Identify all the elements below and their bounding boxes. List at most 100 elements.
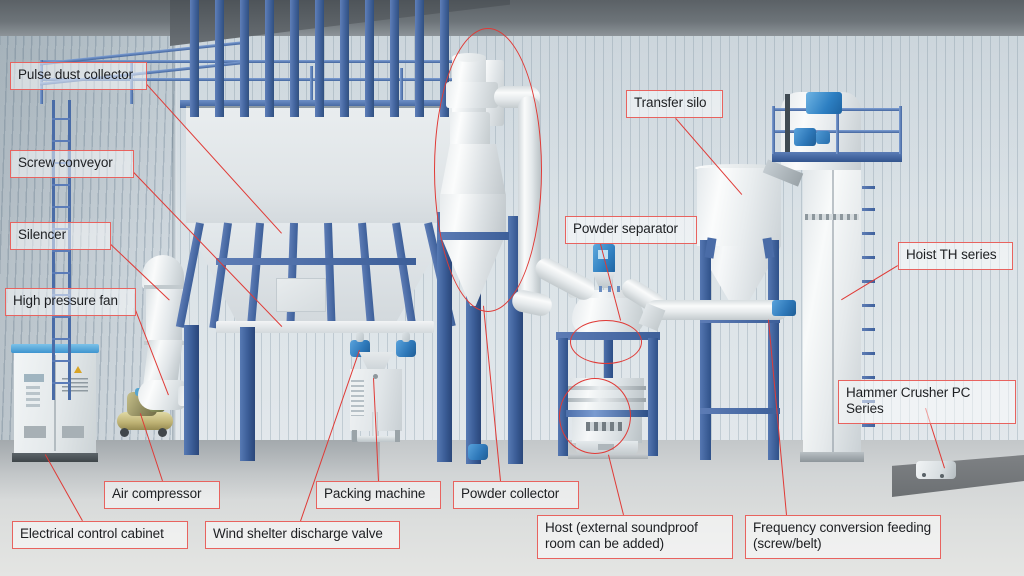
label-text: Air compressor (112, 486, 202, 501)
elevator-head-drive-motor (806, 92, 842, 114)
cyclone-rotary-valve[interactable] (468, 444, 488, 460)
packing-indicator-light (373, 374, 378, 379)
elevator-ladder-rung (862, 352, 875, 355)
silencer-barrel (146, 285, 182, 347)
label-frequency-conversion-feeding[interactable]: Frequency conversion feeding (screw/belt… (745, 515, 941, 559)
label-silencer[interactable]: Silencer (10, 222, 111, 250)
elevator-inspection-door[interactable] (805, 214, 859, 220)
label-screw-conveyor[interactable]: Screw conveyor (10, 150, 134, 178)
cabinet-display (24, 374, 44, 382)
elevator-rail-post-3 (899, 106, 902, 154)
separator-frame-leg-2 (648, 338, 658, 456)
hammer-crusher-unit[interactable] (908, 455, 966, 483)
mill-mid-flange (566, 410, 648, 417)
label-electrical-control-cabinet[interactable]: Electrical control cabinet (12, 521, 188, 549)
label-text: Pulse dust collector (18, 67, 134, 82)
ladder-rung (52, 140, 70, 142)
packing-bag-platform (357, 436, 397, 442)
rotary-valve-left-actuator (356, 332, 364, 342)
label-air-compressor[interactable]: Air compressor (104, 481, 220, 509)
silo-support-leg-left (700, 240, 711, 460)
cabinet-keypad[interactable] (26, 386, 40, 408)
label-text: Electrical control cabinet (20, 526, 164, 541)
compressor-tank (117, 412, 173, 430)
silencer-flange-top (144, 285, 184, 289)
label-powder-separator[interactable]: Powder separator (565, 216, 697, 244)
label-text: Silencer (18, 227, 66, 242)
compressor-wheel-left (120, 428, 129, 437)
elevator-boot-base (800, 452, 864, 462)
packing-foot-right (395, 430, 400, 442)
fan-outlet-duct (143, 340, 183, 384)
compressor-wheel-right (158, 428, 167, 437)
electrical-cabinet-unit[interactable] (11, 344, 99, 462)
silencer-elbow (142, 255, 184, 289)
elevator-ladder-rung (862, 232, 875, 235)
platform-rail-mid (40, 78, 470, 81)
label-packing-machine[interactable]: Packing machine (316, 481, 441, 509)
mill-nameplate (598, 444, 614, 450)
ladder-rung (52, 272, 70, 274)
label-transfer-silo[interactable]: Transfer silo (626, 90, 723, 118)
housing-rib (340, 0, 349, 117)
silo-cross-brace-lower (700, 408, 780, 414)
feeder-drive-motor[interactable] (772, 300, 796, 316)
collector-leg (437, 212, 452, 462)
elevator-casing-seam (832, 170, 834, 460)
label-pulse-dust-collector[interactable]: Pulse dust collector (10, 62, 147, 90)
rotary-valve-right[interactable] (396, 340, 416, 357)
mill-shell-band-1 (568, 386, 646, 390)
wall-corner-edge (172, 14, 177, 444)
ladder-rung (52, 360, 70, 362)
elevator-rail-post-1 (772, 106, 775, 154)
label-high-pressure-fan[interactable]: High pressure fan (5, 288, 136, 316)
label-text: Hammer Crusher PC Series (846, 385, 971, 417)
cyclone-expansion-cone (440, 144, 506, 196)
collector-leg (240, 327, 255, 461)
packing-machine-unit[interactable] (345, 352, 407, 452)
separator-drive-motor (593, 244, 615, 274)
crusher-body (916, 461, 956, 479)
elevator-standpipe (785, 94, 790, 152)
hopper-horizontal-brace (216, 258, 416, 265)
elevator-ladder-rung (862, 186, 875, 189)
hopper-access-hatch[interactable] (276, 278, 326, 312)
housing-rib (290, 0, 299, 117)
platform-post-5 (400, 68, 403, 104)
ladder-rung (52, 250, 70, 252)
screw-conveyor-unit[interactable] (216, 321, 434, 333)
cabinet-door-split (54, 355, 56, 451)
housing-rib (390, 0, 399, 117)
label-hammer-crusher[interactable]: Hammer Crusher PC Series (838, 380, 1016, 424)
cabinet-label-text (62, 378, 88, 392)
elevator-ladder-rung (862, 328, 875, 331)
label-powder-collector[interactable]: Powder collector (453, 481, 579, 509)
cyclone-main-barrel (440, 194, 506, 236)
cabinet-vent-left (24, 426, 46, 438)
ladder-rung (52, 316, 70, 318)
ladder-rung (52, 206, 70, 208)
crusher-bolt-1 (922, 473, 926, 477)
packing-spout (372, 412, 378, 438)
label-text: Powder collector (461, 486, 560, 501)
label-hoist-th-series[interactable]: Hoist TH series (898, 242, 1013, 270)
elevator-ladder-rung (862, 424, 875, 427)
label-text: Packing machine (324, 486, 426, 501)
host-mill-unit[interactable] (566, 378, 650, 459)
cyclone-upper-barrel (450, 112, 490, 148)
elevator-ladder-rung (862, 280, 875, 283)
cabinet-warning-icon (74, 366, 82, 373)
elevator-coupling (816, 131, 830, 144)
separator-frame-leg-1 (558, 338, 568, 456)
label-text: Host (external soundproof room can be ad… (545, 520, 698, 552)
elevator-ladder-rung (862, 208, 875, 211)
cyclone-stack-cap (452, 53, 486, 62)
packing-control-panel[interactable] (351, 380, 364, 416)
label-wind-shelter-discharge-valve[interactable]: Wind shelter discharge valve (205, 521, 400, 549)
ladder-rung (52, 118, 70, 120)
ladder-rung (52, 184, 70, 186)
label-host-soundproof[interactable]: Host (external soundproof room can be ad… (537, 515, 733, 559)
label-text: Powder separator (573, 221, 678, 236)
label-text: Hoist TH series (906, 247, 997, 262)
